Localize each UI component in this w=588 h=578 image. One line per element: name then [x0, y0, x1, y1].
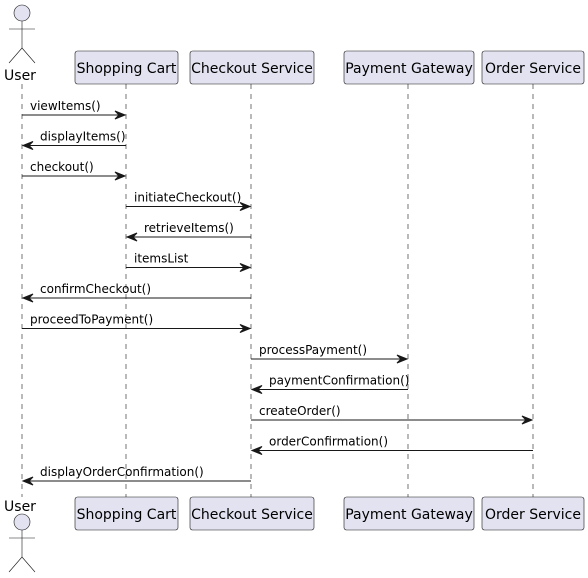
actor-user-top: User — [4, 4, 36, 84]
message-label: confirmCheckout() — [40, 282, 151, 296]
message-9: processPayment() — [251, 343, 409, 364]
participant-label: Payment Gateway — [345, 61, 473, 77]
arrowhead-icon — [21, 293, 34, 303]
arrowhead-icon — [21, 141, 34, 150]
arrowhead-icon — [396, 354, 409, 364]
participant-cart-bottom: Shopping Cart — [74, 496, 179, 531]
arrowhead-icon — [114, 110, 127, 120]
arrowhead-icon — [239, 263, 252, 272]
participant-checkout-top: Checkout Service — [189, 50, 315, 85]
participant-checkout-bottom: Checkout Service — [189, 496, 315, 531]
arrowhead-icon — [114, 171, 127, 181]
message-6: itemsList — [126, 252, 252, 272]
message-13: displayOrderConfirmation() — [21, 465, 251, 486]
actor-figure-icon — [8, 4, 36, 64]
arrowhead-icon — [125, 232, 138, 242]
message-12: orderConfirmation() — [250, 435, 533, 455]
message-label: displayOrderConfirmation() — [40, 465, 204, 479]
arrowhead-icon — [250, 446, 263, 455]
participant-order-bottom: Order Service — [481, 496, 585, 531]
participant-label: Payment Gateway — [345, 507, 473, 523]
message-label: itemsList — [134, 252, 189, 266]
arrowhead-icon — [521, 415, 534, 425]
message-5: retrieveItems() — [125, 221, 251, 242]
message-label: processPayment() — [259, 343, 367, 357]
message-label: createOrder() — [259, 404, 341, 418]
message-label: retrieveItems() — [144, 221, 234, 235]
actor-label: User — [4, 499, 36, 515]
message-2: displayItems() — [21, 130, 126, 150]
participant-label: Shopping Cart — [77, 61, 177, 77]
message-4: initiateCheckout() — [126, 191, 252, 211]
actor-user-bottom: User — [4, 499, 36, 573]
message-label: viewItems() — [30, 99, 101, 113]
participant-cart-top: Shopping Cart — [74, 50, 179, 85]
actor-figure-icon — [8, 513, 36, 573]
actor-label: User — [4, 68, 36, 84]
arrowhead-icon — [250, 385, 263, 394]
message-11: createOrder() — [251, 404, 534, 425]
message-3: checkout() — [22, 160, 127, 181]
message-label: displayItems() — [40, 130, 126, 144]
message-label: checkout() — [30, 160, 94, 174]
message-8: proceedToPayment() — [22, 313, 252, 333]
arrowhead-icon — [239, 324, 252, 333]
lifelines — [21, 84, 534, 497]
message-label: orderConfirmation() — [269, 435, 388, 449]
arrowhead-icon — [21, 476, 34, 486]
participant-label: Checkout Service — [191, 61, 313, 77]
message-label: proceedToPayment() — [30, 313, 153, 327]
message-label: paymentConfirmation() — [269, 374, 409, 388]
messages: viewItems() displayItems() checkout() initi… — [21, 99, 534, 486]
participant-label: Shopping Cart — [77, 507, 177, 523]
message-1: viewItems() — [22, 99, 127, 120]
participant-payment-top: Payment Gateway — [343, 50, 475, 85]
participant-label: Order Service — [485, 507, 581, 523]
participant-label: Order Service — [485, 61, 581, 77]
message-10: paymentConfirmation() — [250, 374, 409, 394]
participant-payment-bottom: Payment Gateway — [343, 496, 475, 531]
arrowhead-icon — [239, 202, 252, 211]
participant-order-top: Order Service — [481, 50, 585, 85]
message-7: confirmCheckout() — [21, 282, 251, 303]
participant-label: Checkout Service — [191, 507, 313, 523]
message-label: initiateCheckout() — [134, 191, 241, 205]
